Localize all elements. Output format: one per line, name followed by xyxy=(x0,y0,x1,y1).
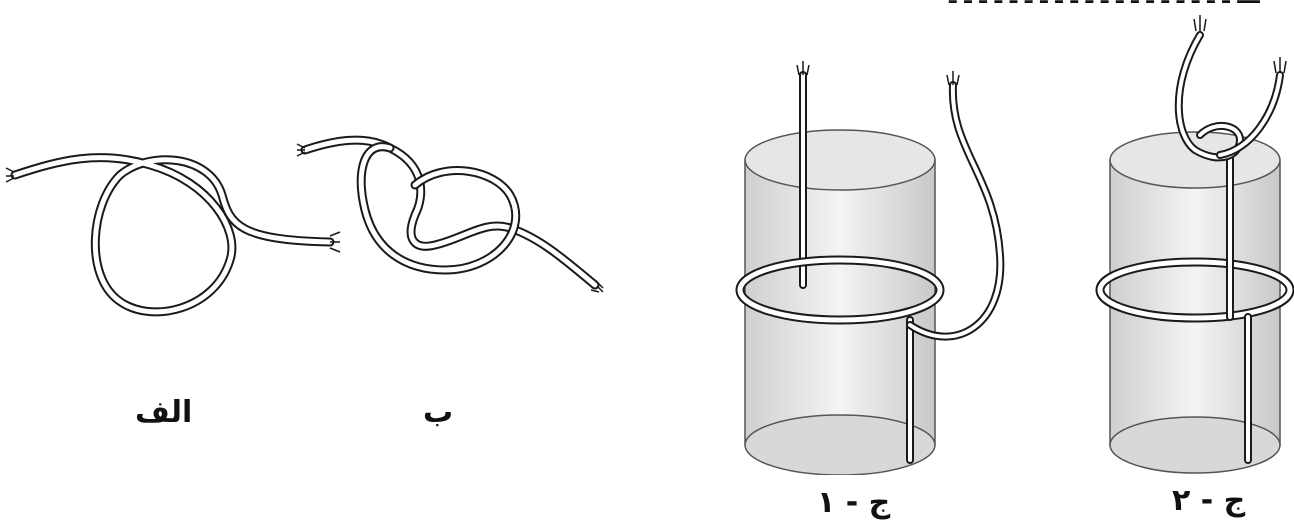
figure-be: ب xyxy=(295,120,625,350)
label-jim-1: ج - ۱ xyxy=(817,485,890,520)
cylinder-wrap-illustration-1 xyxy=(735,55,1035,475)
cylinder-knot-illustration-2 xyxy=(1090,5,1294,475)
label-alef: الف xyxy=(135,395,192,430)
label-jim-2: ج - ۲ xyxy=(1172,483,1245,518)
figure-jim-1: ج - ۱ xyxy=(735,55,1035,520)
figure-eight-knot-illustration xyxy=(295,120,625,350)
figure-jim-2: ج - ۲ xyxy=(1090,5,1294,520)
label-be: ب xyxy=(423,395,453,430)
